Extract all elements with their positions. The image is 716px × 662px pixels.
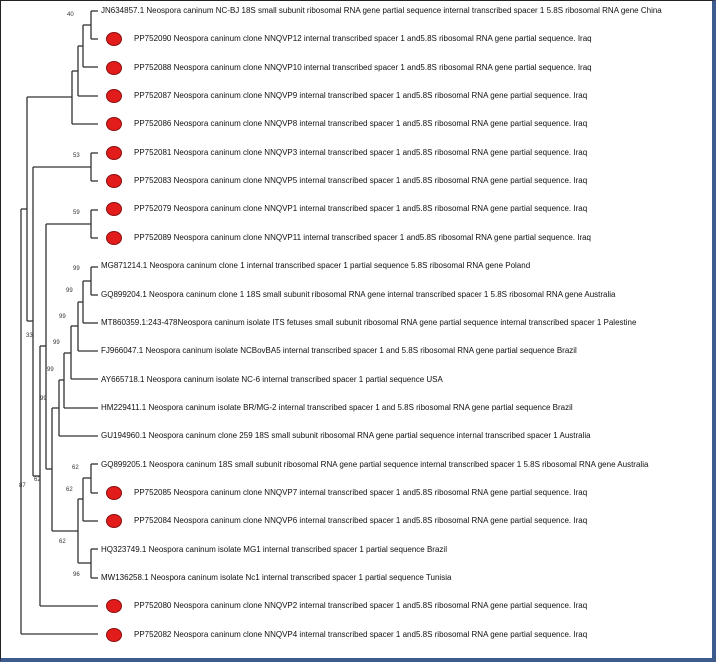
bootstrap-value: 99 — [47, 367, 54, 373]
leaf-label: HQ323749.1 Neospora caninum isolate MG1 … — [101, 544, 447, 554]
red-circle-marker-icon — [106, 627, 122, 642]
leaf-label: PP752087 Neospora caninum clone NNQVP9 i… — [134, 91, 588, 101]
bootstrap-value: 62 — [59, 539, 66, 545]
bootstrap-value: 62 — [66, 487, 73, 493]
leaf-label: MG871214.1 Neospora caninum clone 1 inte… — [101, 261, 531, 271]
leaf-label: MT860359.1:243-478Neospora caninum isola… — [101, 317, 637, 327]
red-circle-marker-icon — [106, 89, 122, 104]
leaf-label: PP752081 Neospora caninum clone NNQVP3 i… — [134, 147, 588, 157]
bootstrap-value: 99 — [73, 266, 80, 272]
bootstrap-value: 96 — [73, 572, 80, 578]
red-circle-marker-icon — [106, 145, 122, 160]
leaf-label: PP752082 Neospora caninum clone NNQVP4 i… — [134, 629, 588, 639]
leaf-label: PP752080 Neospora caninum clone NNQVP2 i… — [134, 601, 588, 611]
bootstrap-value: 99 — [66, 288, 73, 294]
leaf-label: PP752079 Neospora caninum clone NNQVP1 i… — [134, 204, 588, 214]
bootstrap-value: 40 — [67, 12, 74, 18]
leaf-label: GQ899205.1 Neospora caninum 18S small su… — [101, 459, 649, 469]
bootstrap-value: 33 — [26, 333, 33, 339]
leaf-label: JN634857.1 Neospora caninum NC-BJ 18S sm… — [101, 6, 662, 15]
red-circle-marker-icon — [106, 599, 122, 614]
leaf-label: PP752084 Neospora caninum clone NNQVP6 i… — [134, 516, 588, 526]
bootstrap-value: 99 — [40, 396, 47, 402]
red-circle-marker-icon — [106, 117, 122, 132]
leaf-label: PP752086 Neospora caninum clone NNQVP8 i… — [134, 119, 588, 129]
leaf-label: FJ966047.1 Neospora caninum isolate NCBo… — [101, 346, 577, 356]
leaf-label: PP752088 Neospora caninum clone NNQVP10 … — [134, 62, 592, 72]
red-circle-marker-icon — [106, 202, 122, 217]
leaf-label: PP752083 Neospora caninum clone NNQVP5 i… — [134, 176, 588, 186]
bootstrap-value: 87 — [19, 483, 26, 489]
leaf-label: MW136258.1 Neospora caninum isolate Nc1 … — [101, 573, 452, 582]
red-circle-marker-icon — [106, 60, 122, 75]
bootstrap-value: 99 — [59, 314, 66, 320]
bootstrap-value: 62 — [72, 465, 79, 471]
red-circle-marker-icon — [106, 174, 122, 189]
leaf-label: GQ899204.1 Neospora caninum clone 1 18S … — [101, 289, 616, 299]
red-circle-marker-icon — [106, 485, 122, 500]
bootstrap-value: 62 — [34, 477, 41, 483]
red-circle-marker-icon — [106, 230, 122, 245]
leaf-label: PP752089 Neospora caninum clone NNQVP11 … — [134, 232, 592, 242]
leaf-label: GU194960.1 Neospora caninum clone 259 18… — [101, 431, 591, 441]
leaf-label: AY665718.1 Neospora caninum isolate NC-6… — [101, 374, 443, 384]
bootstrap-value: 99 — [53, 340, 60, 346]
leaf-label: PP752085 Neospora caninum clone NNQVP7 i… — [134, 487, 588, 497]
red-circle-marker-icon — [106, 32, 122, 47]
red-circle-marker-icon — [106, 514, 122, 529]
bootstrap-value: 59 — [73, 210, 80, 216]
leaf-label: PP752090 Neospora caninum clone NNQVP12 … — [134, 34, 592, 44]
bootstrap-value: 53 — [73, 153, 80, 159]
leaf-label: HM229411.1 Neospora caninum isolate BR/M… — [101, 402, 573, 412]
